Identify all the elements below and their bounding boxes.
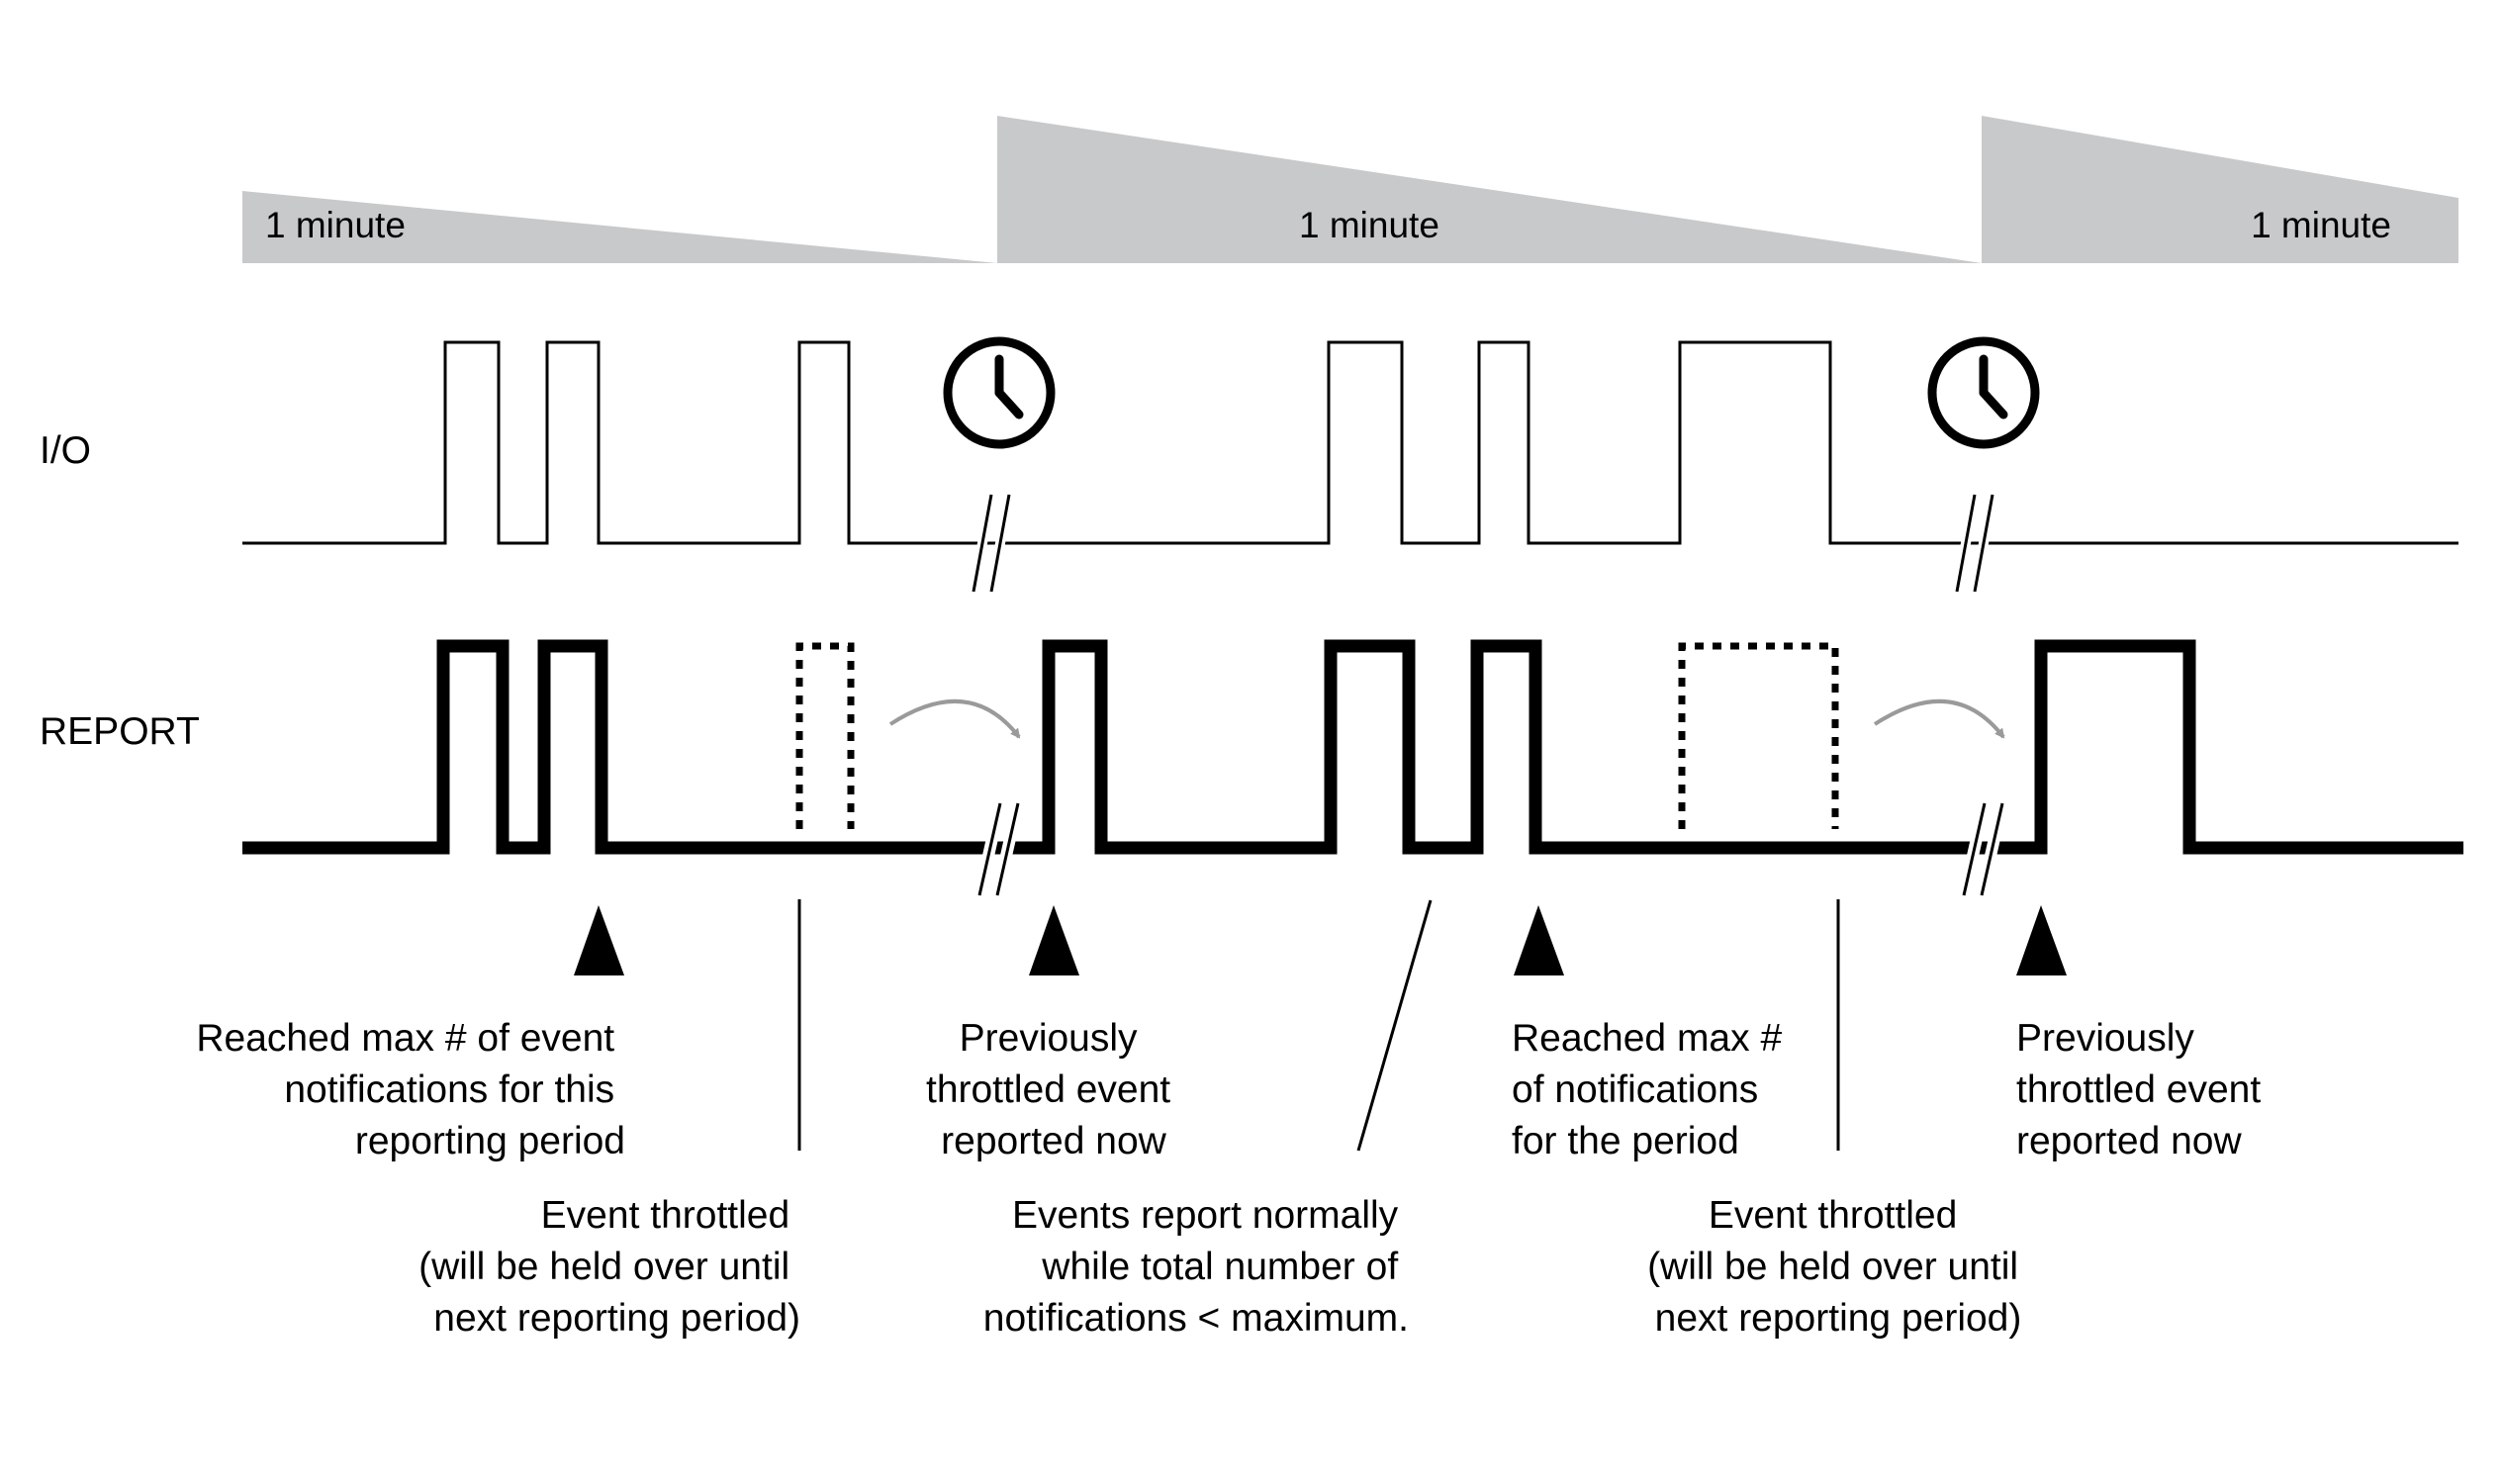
- period-timeline: 1 minute 1 minute 1 minute: [242, 116, 2458, 263]
- annotation-throttled-2: Event throttled (will be held over until…: [1647, 1194, 2029, 1340]
- period-label-1: 1 minute: [265, 205, 406, 245]
- annotation-previously-throttled-2: Previously throttled event reported now: [2016, 1017, 2271, 1162]
- pointer-line-2: [1356, 899, 1433, 1152]
- marker-triangle-2: [1029, 905, 1079, 975]
- io-waveform-segment-2: [997, 340, 1982, 545]
- annotation-max-reached-1: Reached max # of event notifications for…: [196, 1017, 625, 1162]
- throttled-event-placeholder-1: [795, 642, 855, 829]
- io-break-mark-1: [969, 494, 1014, 593]
- period-wedge-2: [997, 116, 1982, 263]
- report-signal: [242, 639, 2463, 897]
- report-waveform: [242, 639, 2463, 855]
- clock-icon: [943, 336, 1056, 449]
- carry-over-arrow-2: [1873, 698, 2005, 739]
- report-break-mark-1: [973, 801, 1024, 897]
- report-break-mark-2: [1958, 801, 2008, 897]
- period-wedge-1: [242, 191, 997, 263]
- marker-triangle-4: [2016, 905, 2067, 975]
- annotation-throttled-1: Event throttled (will be held over until…: [418, 1194, 800, 1340]
- period-label-3: 1 minute: [2251, 205, 2391, 245]
- io-row-label: I/O: [40, 429, 91, 472]
- period-wedge-3: [1982, 116, 2458, 263]
- io-signal: [242, 340, 2458, 593]
- marker-triangle-1: [574, 905, 624, 975]
- marker-triangle-3: [1514, 905, 1564, 975]
- throttled-event-placeholder-2: [1678, 642, 1839, 829]
- annotation-normal-reporting: Events report normally while total numbe…: [983, 1194, 1409, 1340]
- io-break-mark-2: [1952, 494, 1997, 593]
- clock-icon: [1927, 336, 2040, 449]
- io-waveform-segment-1: [242, 340, 997, 545]
- annotation-max-reached-2: Reached max # of notifications for the p…: [1512, 1017, 1793, 1162]
- report-row-label: REPORT: [40, 710, 200, 753]
- period-label-2: 1 minute: [1299, 205, 1439, 245]
- annotation-previously-throttled-1: Previously throttled event reported now: [926, 1017, 1181, 1162]
- carry-over-arrow-1: [888, 698, 1021, 739]
